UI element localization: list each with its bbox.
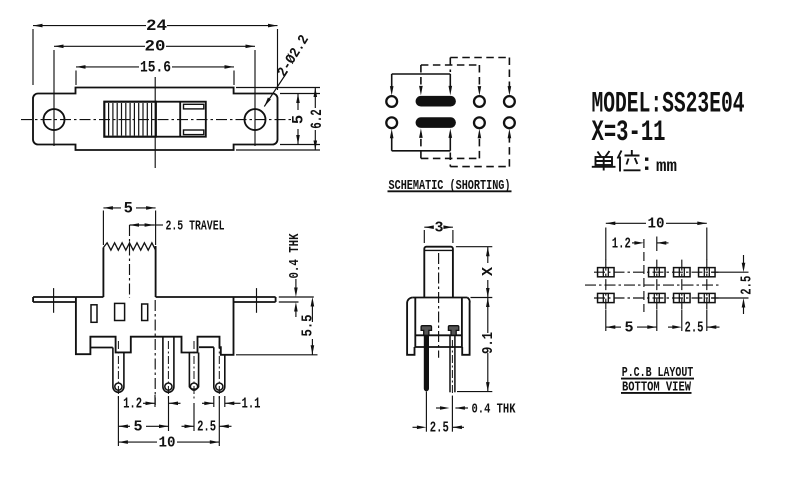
svg-text:10: 10 [159, 435, 176, 452]
svg-text:9.1: 9.1 [480, 332, 497, 354]
svg-text:5: 5 [289, 115, 307, 124]
svg-text:1.2: 1.2 [612, 236, 631, 252]
svg-text:6.2: 6.2 [308, 109, 326, 129]
svg-text:5: 5 [624, 320, 633, 337]
svg-text:X: X [480, 267, 497, 276]
svg-text:0.4 THK: 0.4 THK [472, 401, 516, 417]
svg-text:SCHEMATIC (SHORTING): SCHEMATIC (SHORTING) [389, 179, 511, 194]
svg-text:5: 5 [124, 199, 133, 217]
svg-text:X=3-11: X=3-11 [592, 116, 666, 150]
svg-text:3: 3 [434, 220, 443, 237]
svg-text:1.2: 1.2 [123, 397, 142, 413]
svg-text:2.5: 2.5 [430, 421, 449, 437]
svg-text:2.5: 2.5 [685, 321, 704, 337]
svg-text:5: 5 [133, 419, 142, 436]
svg-text:15.6: 15.6 [140, 58, 171, 76]
svg-text:0.4 THK: 0.4 THK [287, 233, 303, 278]
svg-text:MODEL:SS23E04: MODEL:SS23E04 [592, 87, 745, 121]
svg-text:2.5 TRAVEL: 2.5 TRAVEL [166, 219, 225, 235]
svg-text:24: 24 [146, 17, 167, 35]
svg-text:5.5: 5.5 [299, 315, 316, 337]
svg-text:10: 10 [648, 216, 665, 233]
svg-text:2.5: 2.5 [739, 276, 755, 295]
svg-text:1.1: 1.1 [242, 397, 261, 413]
svg-text:P.C.B LAYOUT: P.C.B LAYOUT [622, 365, 694, 381]
svg-text:BOTTOM VIEW: BOTTOM VIEW [622, 380, 691, 396]
svg-text:mm: mm [656, 157, 677, 177]
svg-text:20: 20 [145, 38, 166, 56]
svg-text:2.5: 2.5 [197, 420, 216, 436]
